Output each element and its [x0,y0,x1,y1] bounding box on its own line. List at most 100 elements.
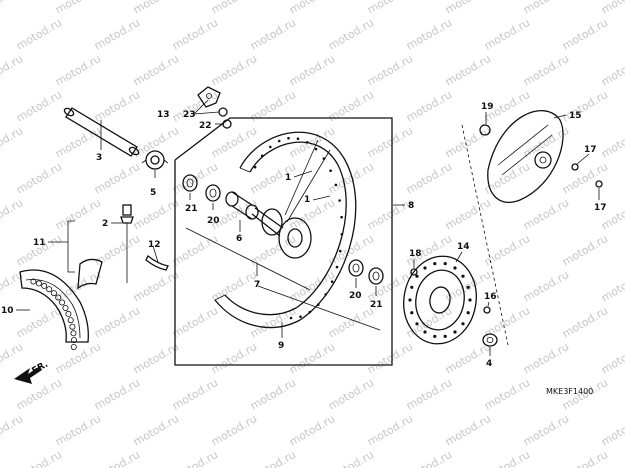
spoke-hole [277,139,281,143]
watermark-text: motod.ru [209,340,259,376]
spoke-hole [296,137,300,140]
spoke-hole [340,215,343,219]
watermark-text: motod.ru [131,268,181,304]
watermark-text: motod.ru [521,0,571,17]
tread-block [55,294,62,301]
spoke-hole [289,316,293,320]
disc-hole [461,322,465,326]
watermark-text: motod.ru [209,196,259,232]
watermark-text: motod.ru [53,196,103,232]
bolt-17-upper [571,163,579,171]
callout-8: 8 [408,201,414,211]
disc-cover [487,110,564,203]
callout-3: 3 [96,153,102,163]
distance-collar [225,191,259,220]
lead-15 [553,114,567,119]
spoke-hole [287,136,290,140]
callout-9: 9 [278,341,284,351]
nut-19 [479,124,491,136]
watermark-text: motod.ru [248,88,298,124]
watermark-text: motod.ru [326,376,376,412]
lead-12 [152,245,159,263]
watermark-text: motod.ru [404,448,454,468]
watermark-text: motod.ru [326,88,376,124]
tire [19,269,89,350]
disc-hole [468,298,472,302]
watermark-text: motod.ru [14,376,64,412]
callout-21-left: 21 [185,204,198,214]
disc-hole [466,311,470,315]
watermark-text: motod.ru [482,448,532,468]
watermark-text: motod.ru [92,232,142,268]
watermark-text: motod.ru [209,0,259,17]
watermark-text: motod.ru [92,16,142,52]
lead-1a [293,170,313,178]
watermark-text: motod.ru [404,16,454,52]
watermark-text: motod.ru [0,52,25,88]
spoke-hole [306,141,309,144]
disc-hole [410,311,414,315]
callout-1-lower: 1 [304,195,310,205]
wheel-hub [251,139,331,259]
watermark-text: motod.ru [0,412,25,448]
callout-19: 19 [481,102,494,112]
spoke-hole [340,233,344,236]
callout-17-lower: 17 [594,203,607,213]
spoke-hole [338,199,341,202]
watermark-text: motod.ru [599,412,625,448]
watermark-text: motod.ru [0,124,25,160]
watermark-text: motod.ru [209,412,259,448]
spoke-hole [339,249,342,253]
watermark-text: motod.ru [14,16,64,52]
assembly-line-right [461,124,509,346]
tread-block [59,299,66,306]
watermark-text: motod.ru [248,376,298,412]
watermark-text: motod.ru [14,448,64,468]
watermark-text: motod.ru [0,0,25,17]
disc-hole [453,266,457,270]
watermark-text: motod.ru [0,340,25,376]
assembly-line-hub [185,227,311,291]
watermark-text: motod.ru [482,232,532,268]
lead-16 [487,301,490,307]
callout-15: 15 [569,111,582,121]
diagram-code: MKE3F1400 [546,387,593,396]
callout-21-right: 21 [370,300,383,310]
watermark-text: motod.ru [560,16,610,52]
watermark-text: motod.ru [14,88,64,124]
watermark-text: motod.ru [53,412,103,448]
axle [63,107,140,157]
callout-2: 2 [102,219,108,229]
lead-13 [193,99,209,115]
disc-hole [415,274,419,278]
callout-13: 13 [157,110,170,120]
disc-hole [443,334,447,338]
callout-11: 11 [33,238,46,248]
callout-6: 6 [236,234,242,244]
watermark-text: motod.ru [560,232,610,268]
lead-23 [193,111,220,115]
watermark-text: motod.ru [287,412,337,448]
left-bearings [182,174,221,202]
watermark-text: motod.ru [92,376,142,412]
watermark-text: motod.ru [209,124,259,160]
watermark-text: motod.ru [92,304,142,340]
callout-1-upper: 1 [285,173,291,183]
front-direction-label: FR. [31,360,50,377]
watermark-text: motod.ru [170,232,220,268]
disc-hole [423,266,427,270]
watermark-text: motod.ru [131,196,181,232]
callout-7: 7 [254,280,260,290]
watermark-text: motod.ru [404,88,454,124]
valve-parts [120,204,134,283]
watermark-text: motod.ru [365,340,415,376]
watermark-text: motod.ru [14,304,64,340]
watermark-text: motod.ru [92,88,142,124]
watermark-text: motod.ru [482,376,532,412]
spoke-hole [334,183,338,187]
assembly-line-lower [257,285,381,331]
watermark-text: motod.ru [0,196,25,232]
watermark-text: motod.ru [521,52,571,88]
rim-band [145,254,169,271]
